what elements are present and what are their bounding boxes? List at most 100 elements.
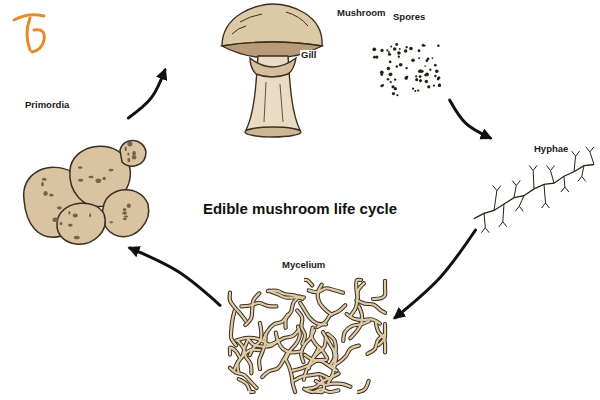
spore-dot (409, 47, 413, 51)
hypha-branch (512, 181, 520, 198)
primordia-spot (68, 211, 70, 215)
primordia-spot (132, 151, 136, 155)
mycelium-outline (230, 348, 240, 358)
spore-dot (424, 65, 426, 67)
spore-dot (438, 84, 441, 87)
spore-dot (414, 90, 416, 92)
mycelium-strand (268, 329, 299, 345)
spore-dot (417, 89, 419, 91)
primordia-illustration (24, 140, 149, 244)
primordia-spot (42, 178, 47, 181)
spore-dot (394, 78, 396, 80)
mycelium-strand (351, 283, 364, 315)
hypha-branch (578, 166, 586, 182)
mycelium-strand (285, 296, 299, 327)
primordia-spot (127, 158, 130, 162)
hypha-branch (542, 184, 550, 208)
spore-dot (405, 46, 407, 48)
mushroom-illustration (222, 4, 322, 137)
spore-dot (415, 78, 418, 81)
spore-dot (396, 65, 399, 68)
mycelium-strand (230, 368, 257, 388)
spore-dot (399, 63, 403, 67)
mycelium-strand (262, 353, 287, 377)
spore-dot (395, 43, 398, 46)
spore-dot (405, 76, 408, 79)
spore-dot (422, 44, 425, 47)
spore-dot (419, 80, 421, 82)
cycle-arrow (395, 230, 476, 318)
primordia-spot (109, 221, 113, 223)
spores-stage: Spores (365, 8, 455, 100)
primordia-spot (96, 178, 102, 183)
spore-dot (380, 49, 383, 52)
hyphae-stage: Hyphae (462, 138, 597, 230)
mycelium-strand (245, 293, 259, 325)
mycelium-strand (230, 348, 240, 358)
spore-dot (418, 49, 421, 52)
spore-dot (437, 76, 440, 79)
spore-dot (399, 48, 401, 50)
mycelium-strand (343, 321, 369, 341)
spore-dot (412, 88, 414, 90)
mycelium-outline (373, 281, 385, 299)
spore-dot (420, 70, 423, 73)
spore-dot (418, 57, 420, 59)
spore-dot (397, 51, 401, 55)
stage-label: Mushroom (337, 8, 386, 18)
primordia-spot (109, 169, 114, 172)
spore-dot (393, 47, 397, 51)
primordia-spot (78, 166, 83, 168)
spore-dot (389, 61, 392, 64)
primordia-spot (122, 212, 127, 215)
spore-dot (375, 55, 378, 58)
stage-label: Primordia (25, 100, 69, 110)
spore-dot (387, 67, 391, 71)
spore-dot (390, 46, 392, 48)
hypha-branch (561, 176, 569, 192)
spore-dot (390, 81, 392, 83)
mycelium-strand (268, 291, 303, 299)
spore-dot (425, 73, 429, 77)
primordia-stage: Primordia (15, 118, 155, 248)
spore-dot (432, 57, 434, 59)
spore-dot (404, 76, 408, 80)
spore-dot (415, 75, 417, 77)
mycelium-outline (241, 303, 276, 307)
mycelium-strand (241, 303, 276, 307)
spore-dot (425, 80, 428, 83)
spore-dot (434, 75, 436, 77)
mycelium-strand (373, 281, 385, 299)
mycelium-strand (230, 293, 246, 321)
primordia-spot (124, 215, 129, 217)
mycelium-strand (350, 306, 362, 338)
mycelium-strand (367, 334, 385, 353)
primordia-spot (88, 176, 93, 179)
primordia-spot (123, 208, 127, 211)
spore-dot (396, 94, 398, 96)
primordia-spot (127, 153, 129, 156)
title: Edible mushroom life cycle (180, 200, 420, 217)
spore-dot (411, 58, 415, 62)
cycle-arrow (128, 70, 165, 118)
primordia-spot (123, 218, 127, 221)
mycelium-outline (309, 288, 343, 292)
mycelium-strand (318, 285, 332, 315)
hypha-branch (529, 165, 537, 188)
stage-label: Spores (393, 12, 425, 22)
primordia-spot (60, 222, 63, 226)
stage-label: Mycelium (282, 260, 325, 270)
spore-dot (419, 75, 422, 78)
hypha-branch (481, 213, 489, 232)
mycelium-strand (304, 280, 312, 286)
spore-dot (386, 49, 388, 51)
spore-dot (387, 78, 390, 81)
spore-dot (433, 84, 435, 86)
primordia-spot (102, 177, 106, 181)
spore-dot (388, 53, 391, 56)
primordia-spot (43, 191, 48, 196)
spore-dot (429, 69, 431, 71)
spore-dot (372, 47, 376, 51)
primordia-spot (73, 214, 78, 218)
